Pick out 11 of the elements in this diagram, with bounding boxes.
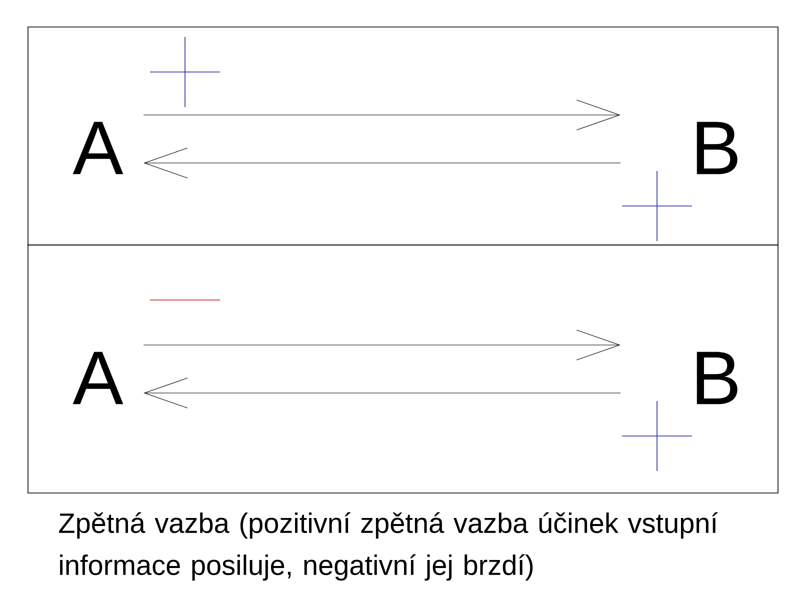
node-letter: A xyxy=(72,122,124,174)
arrow xyxy=(144,148,621,178)
arrow xyxy=(143,100,620,130)
node-letter: A xyxy=(72,352,124,404)
panel-box xyxy=(28,244,778,494)
caption: Zpětná vazba (pozitivní zpětná vazba účinek vstupní informace posiluje, negativní jej brzdí) xyxy=(59,512,718,581)
panel-box xyxy=(28,26,778,246)
node-letter: B xyxy=(696,122,738,174)
arrow xyxy=(144,378,621,408)
arrow xyxy=(143,330,620,360)
node-letter: B xyxy=(696,352,738,404)
